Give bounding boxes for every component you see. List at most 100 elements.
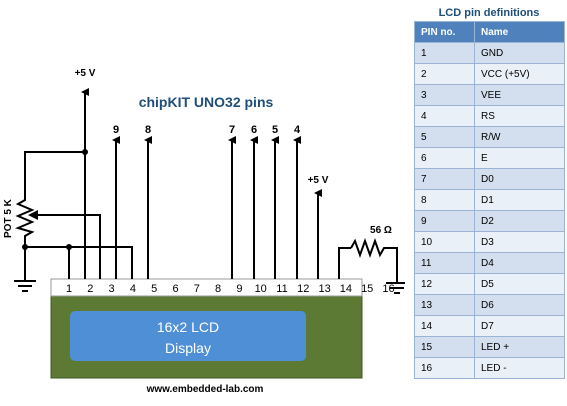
lcd-pin-number: 2 bbox=[87, 283, 93, 295]
uno-pin-label: 9 bbox=[113, 124, 119, 136]
lcd-pin-number: 14 bbox=[340, 283, 352, 295]
column-header-pin: PIN no. bbox=[414, 21, 475, 43]
lcd-pin-number: 9 bbox=[236, 283, 242, 295]
lcd-pin-number: 10 bbox=[255, 283, 267, 295]
pot-wiper-arrow bbox=[28, 210, 38, 220]
led-plus-vcc-label: +5 V bbox=[308, 175, 329, 186]
lcd-pin-number: 3 bbox=[109, 283, 115, 295]
pin-name-cell: LED + bbox=[474, 336, 565, 358]
pin-number-cell: 10 bbox=[414, 231, 475, 253]
pin-name-cell: D7 bbox=[474, 315, 565, 337]
pin-name-cell: D2 bbox=[474, 210, 565, 232]
lcd-screen-line2: Display bbox=[165, 340, 211, 356]
ground-right bbox=[386, 282, 405, 294]
pin-name-cell: RS bbox=[474, 105, 565, 127]
pin5-ground-wire bbox=[69, 246, 133, 279]
table-header-row: PIN no. Name bbox=[414, 21, 565, 43]
pin-name-cell: D6 bbox=[474, 294, 565, 316]
pin-name-cell: GND bbox=[474, 42, 565, 64]
lcd-pin-number: 11 bbox=[276, 283, 287, 295]
ground-left bbox=[14, 280, 36, 292]
lcd-pin-number: 1 bbox=[66, 283, 72, 295]
pin-name-cell: D0 bbox=[474, 168, 565, 190]
lcd-pin-number: 15 bbox=[361, 283, 373, 295]
potentiometer-symbol bbox=[15, 195, 35, 247]
pin-name-cell: E bbox=[474, 147, 565, 169]
lcd-pin-number: 6 bbox=[172, 283, 178, 295]
pin-number-cell: 13 bbox=[414, 294, 475, 316]
column-header-name: Name bbox=[474, 21, 565, 43]
uno-pin-label: 6 bbox=[251, 124, 257, 136]
lcd-pin-number: 5 bbox=[151, 283, 157, 295]
website-credit: www.embedded-lab.com bbox=[146, 384, 264, 395]
pin-number-cell: 16 bbox=[414, 357, 475, 379]
diagram-title: chipKIT UNO32 pins bbox=[139, 94, 274, 110]
lcd-pin-number: 16 bbox=[382, 283, 394, 295]
pin-name-cell: D4 bbox=[474, 252, 565, 274]
pin-name-cell: D1 bbox=[474, 189, 565, 211]
led-minus-wire bbox=[338, 247, 351, 279]
uno-pin-label: 5 bbox=[272, 124, 278, 136]
pot-bottom-wire bbox=[24, 246, 70, 280]
pin-number-cell: 1 bbox=[414, 42, 475, 64]
pin-number-cell: 11 bbox=[414, 252, 475, 274]
lcd-pin-number: 12 bbox=[297, 283, 309, 295]
lcd-pin-number: 4 bbox=[130, 283, 136, 295]
pin-number-cell: 9 bbox=[414, 210, 475, 232]
pot-top-wire bbox=[24, 151, 85, 195]
uno-pin-label: 7 bbox=[229, 124, 235, 136]
pin-table-title: LCD pin definitions bbox=[438, 7, 540, 19]
lcd-screen bbox=[70, 311, 306, 361]
uno-pin-label: 8 bbox=[145, 124, 151, 136]
pin-number-cell: 5 bbox=[414, 126, 475, 148]
uno-pin-wires: 9 8 7 6 5 4 bbox=[112, 124, 301, 279]
resistor-label: 56 Ω bbox=[370, 225, 392, 236]
lcd-pin-number: 7 bbox=[194, 283, 200, 295]
resistor-symbol bbox=[350, 238, 398, 282]
pin-name-cell: VEE bbox=[474, 84, 565, 106]
pin-number-cell: 14 bbox=[414, 315, 475, 337]
pin-number-cell: 12 bbox=[414, 273, 475, 295]
lcd-pin-number: 13 bbox=[318, 283, 330, 295]
lcd-screen-line1: 16x2 LCD bbox=[157, 319, 219, 335]
pin-number-cell: 7 bbox=[414, 168, 475, 190]
pot-label: POT 5 K bbox=[3, 198, 14, 238]
vcc-label: +5 V bbox=[75, 68, 96, 79]
pin-number-cell: 3 bbox=[414, 84, 475, 106]
pot-wiper-wire bbox=[30, 214, 101, 279]
pin-name-cell: LED - bbox=[474, 357, 565, 379]
pin-name-cell: R/W bbox=[474, 126, 565, 148]
lcd-pin-header bbox=[50, 278, 363, 297]
pin-number-cell: 2 bbox=[414, 63, 475, 85]
uno-pin-label: 4 bbox=[294, 124, 301, 136]
pin-name-cell: VCC (+5V) bbox=[474, 63, 565, 85]
pin-name-cell: D5 bbox=[474, 273, 565, 295]
pin-number-cell: 6 bbox=[414, 147, 475, 169]
pin-number-cell: 8 bbox=[414, 189, 475, 211]
pin-number-cell: 4 bbox=[414, 105, 475, 127]
pin-name-cell: D3 bbox=[474, 231, 565, 253]
pin-number-cell: 15 bbox=[414, 336, 475, 358]
lcd-pin-number: 8 bbox=[215, 283, 221, 295]
